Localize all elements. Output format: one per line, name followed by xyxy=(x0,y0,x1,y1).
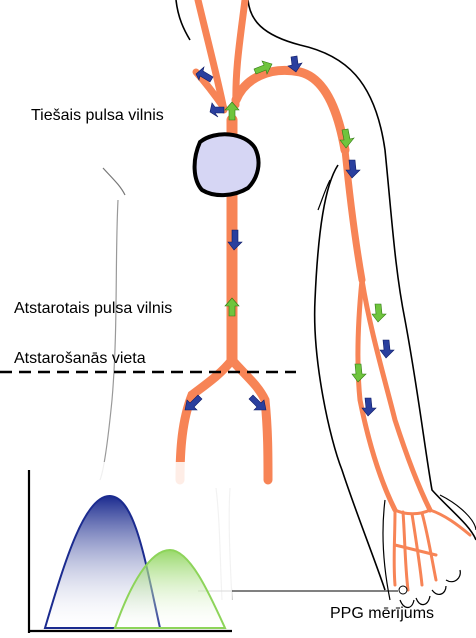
green-arrow-icon xyxy=(372,304,386,322)
ppg-measurement-label: PPG mērījums xyxy=(330,605,434,623)
reflected-arrows xyxy=(225,61,386,382)
green-arrow-icon xyxy=(352,364,366,382)
reflection-site-label: Atstarošanās vieta xyxy=(14,350,146,368)
aortic-arch xyxy=(236,70,345,150)
iliac-right xyxy=(232,360,268,480)
blue-arrow-icon xyxy=(380,340,394,358)
waveform-inset xyxy=(0,462,232,633)
artery-tree xyxy=(180,0,430,510)
forward-arrows xyxy=(185,56,394,416)
direct-wave-label: Tiešais pulsa vilnis xyxy=(31,107,164,125)
reflected-wave-label: Atstarotais pulsa vilnis xyxy=(14,300,172,318)
heart-icon xyxy=(195,134,259,195)
